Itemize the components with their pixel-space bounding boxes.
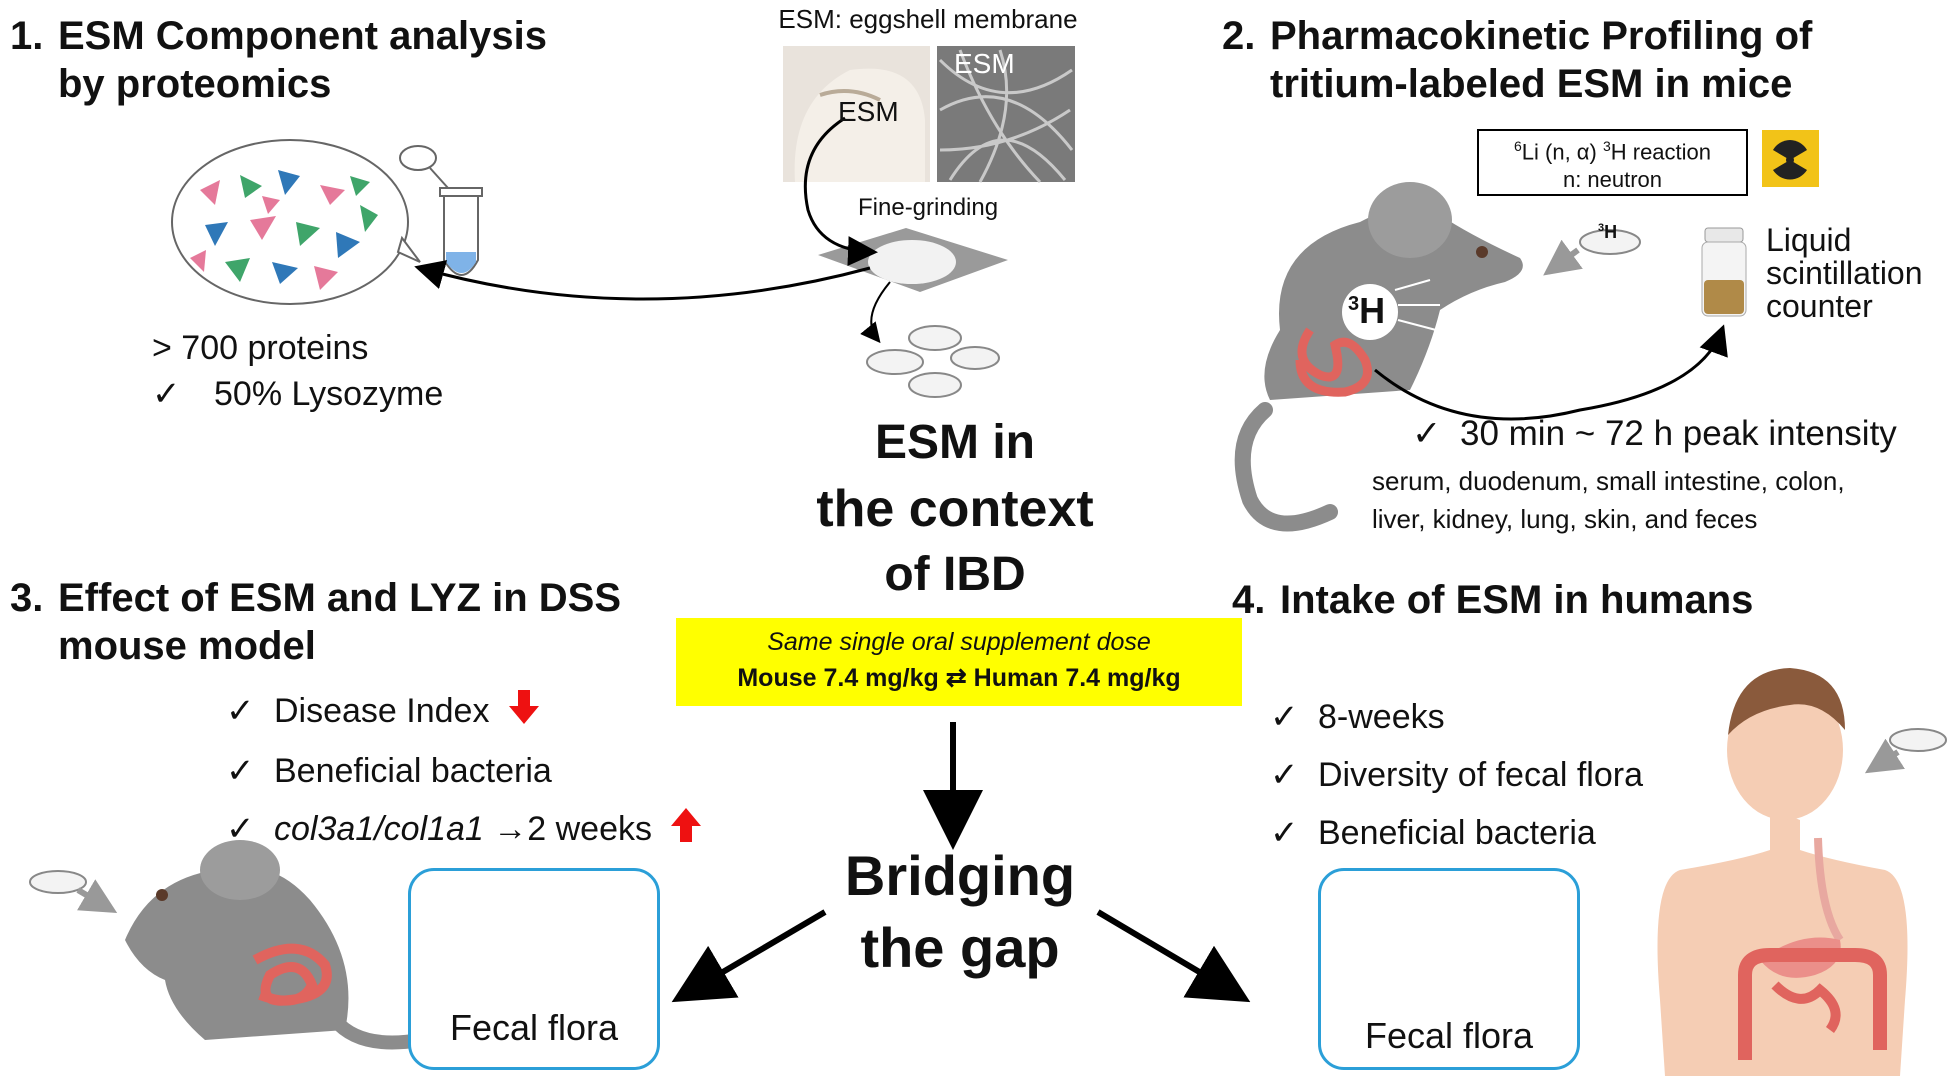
- dose-line2: Mouse 7.4 mg/kg ⇄ Human 7.4 mg/kg: [737, 664, 1181, 692]
- section-3-title: 3. Effect of ESM and LYZ in DSS mouse mod…: [10, 574, 690, 670]
- check-icon: ✓: [226, 692, 255, 730]
- organ-list: serum, duodenum, small intestine, colon,…: [1372, 466, 1845, 534]
- radiation-icon: [1762, 130, 1819, 187]
- bridge-left-arrow: [671, 909, 827, 1003]
- section-3-title-line1: Effect of ESM and LYZ in DSS: [58, 576, 622, 620]
- reaction-text: 6Li (n, α) 3H reaction n: neutron: [1478, 132, 1747, 194]
- fine-grinding-label: Fine-grinding: [858, 194, 999, 221]
- test-tube-illustration: [399, 145, 483, 276]
- section-1-number: 1.: [10, 14, 44, 58]
- check-icon: ✓: [1270, 814, 1299, 852]
- eggshell-photo: [783, 46, 930, 182]
- section-1-title-line2: by proteomics: [58, 62, 332, 106]
- esm-photo-label: ESM: [838, 96, 899, 127]
- section-2-title-line1: Pharmacokinetic Profiling of: [1270, 14, 1813, 58]
- section-3-title-line2: mouse model: [58, 624, 316, 668]
- section-2-title: 2. Pharmacokinetic Profiling of tritium-l…: [1222, 12, 1942, 108]
- bridge-right-arrow: [1096, 909, 1251, 1003]
- human-illustration: [1657, 668, 1947, 1076]
- center-title-line3: of IBD: [884, 548, 1026, 601]
- check-icon: ✓: [226, 752, 255, 791]
- bridging-the-gap: Bridging the gap: [844, 844, 1076, 979]
- fecal-flora-box-right: Fecal flora: [1318, 868, 1580, 1070]
- section-2-title-line2: tritium-labeled ESM in mice: [1270, 62, 1793, 106]
- check-icon: ✓: [152, 375, 181, 413]
- dss-mouse-illustration: [29, 840, 427, 1050]
- beneficial-bacteria-item: ✓Beneficial bacteria: [1270, 804, 1643, 862]
- fecal-flora-label-right: Fecal flora: [1364, 1015, 1534, 1056]
- center-title-line1: ESM in: [874, 416, 1035, 469]
- esm-caption: ESM: eggshell membrane: [778, 4, 1078, 34]
- disease-index-item: ✓Disease Index: [226, 682, 701, 742]
- peak-intensity-item: ✓ 30 min ~ 72 h peak intensity: [1412, 414, 1897, 454]
- section-3-checklist: ✓Disease Index ✓Beneficial bacteria ✓col…: [226, 682, 702, 860]
- section-4-checklist: ✓8-weeks ✓Diversity of fecal flora ✓Bene…: [1270, 688, 1643, 862]
- fecal-flora-label-left: Fecal flora: [449, 1007, 619, 1048]
- liquid-scintillation-counter-label: Liquid scintillation counter: [1766, 222, 1923, 324]
- scintillation-vial: [1701, 227, 1747, 317]
- mouse-to-counter-arrow: [1374, 324, 1728, 421]
- center-title-line2: the context: [816, 480, 1094, 538]
- center-title: ESM in the context of IBD: [765, 410, 1145, 608]
- fecal-diversity-item: ✓Diversity of fecal flora: [1270, 746, 1643, 804]
- section-4-title-text: Intake of ESM in humans: [1280, 578, 1754, 622]
- esm-powder: [818, 228, 1008, 292]
- powder-to-proteomics-arrow: [414, 260, 871, 301]
- beneficial-bacteria-item: ✓Beneficial bacteria: [226, 742, 701, 800]
- mouse-tritium-label: 3H: [1348, 290, 1386, 331]
- check-icon: ✓: [226, 810, 255, 849]
- sem-photo-label: ESM: [954, 48, 1015, 79]
- reaction-box: [1477, 129, 1748, 196]
- reaction-line2: n: neutron: [1562, 167, 1663, 193]
- dose-line1: Same single oral supplement dose: [767, 628, 1151, 656]
- powder-to-tablet-arrow: [860, 281, 891, 344]
- lysozyme-item: ✓ 50% Lysozyme: [152, 374, 443, 414]
- tritium-mouse-illustration: [1234, 182, 1523, 532]
- peak-intensity-text: 30 min ~ 72 h peak intensity: [1460, 414, 1897, 453]
- section-1-title: 1. ESM Component analysis by proteomics: [10, 12, 690, 108]
- section-4-title: 4. Intake of ESM in humans: [1232, 576, 1912, 624]
- section-4-number: 4.: [1232, 578, 1266, 622]
- tablet-tritium-label: 3H: [1598, 222, 1618, 242]
- check-icon: ✓: [1412, 414, 1442, 453]
- check-icon: ✓: [1270, 698, 1299, 736]
- check-icon: ✓: [1270, 756, 1299, 794]
- esm-to-powder-arrow: [803, 116, 878, 267]
- section-3-number: 3.: [10, 576, 44, 620]
- tritium-tablet: [1543, 229, 1641, 276]
- protein-bubble: [171, 139, 421, 305]
- section-2-number: 2.: [1222, 14, 1256, 58]
- reaction-line1: 6Li (n, α) 3H reaction: [1513, 138, 1712, 165]
- sem-photo: [937, 46, 1075, 184]
- fecal-flora-box-left: Fecal flora: [408, 868, 660, 1070]
- arrow-down-icon: [508, 684, 539, 742]
- lysozyme-text: 50% Lysozyme: [214, 375, 444, 413]
- collagen-item: ✓col3a1/col1a1 →2 weeks: [226, 800, 702, 860]
- esm-tablets: [866, 325, 1000, 398]
- arrow-up-icon: [671, 802, 702, 860]
- eight-weeks-item: ✓8-weeks: [1270, 688, 1643, 746]
- dose-highlight-box: Same single oral supplement dose Mouse 7…: [676, 618, 1242, 706]
- protein-count: > 700 proteins: [152, 329, 369, 367]
- section-1-title-line1: ESM Component analysis: [58, 14, 547, 58]
